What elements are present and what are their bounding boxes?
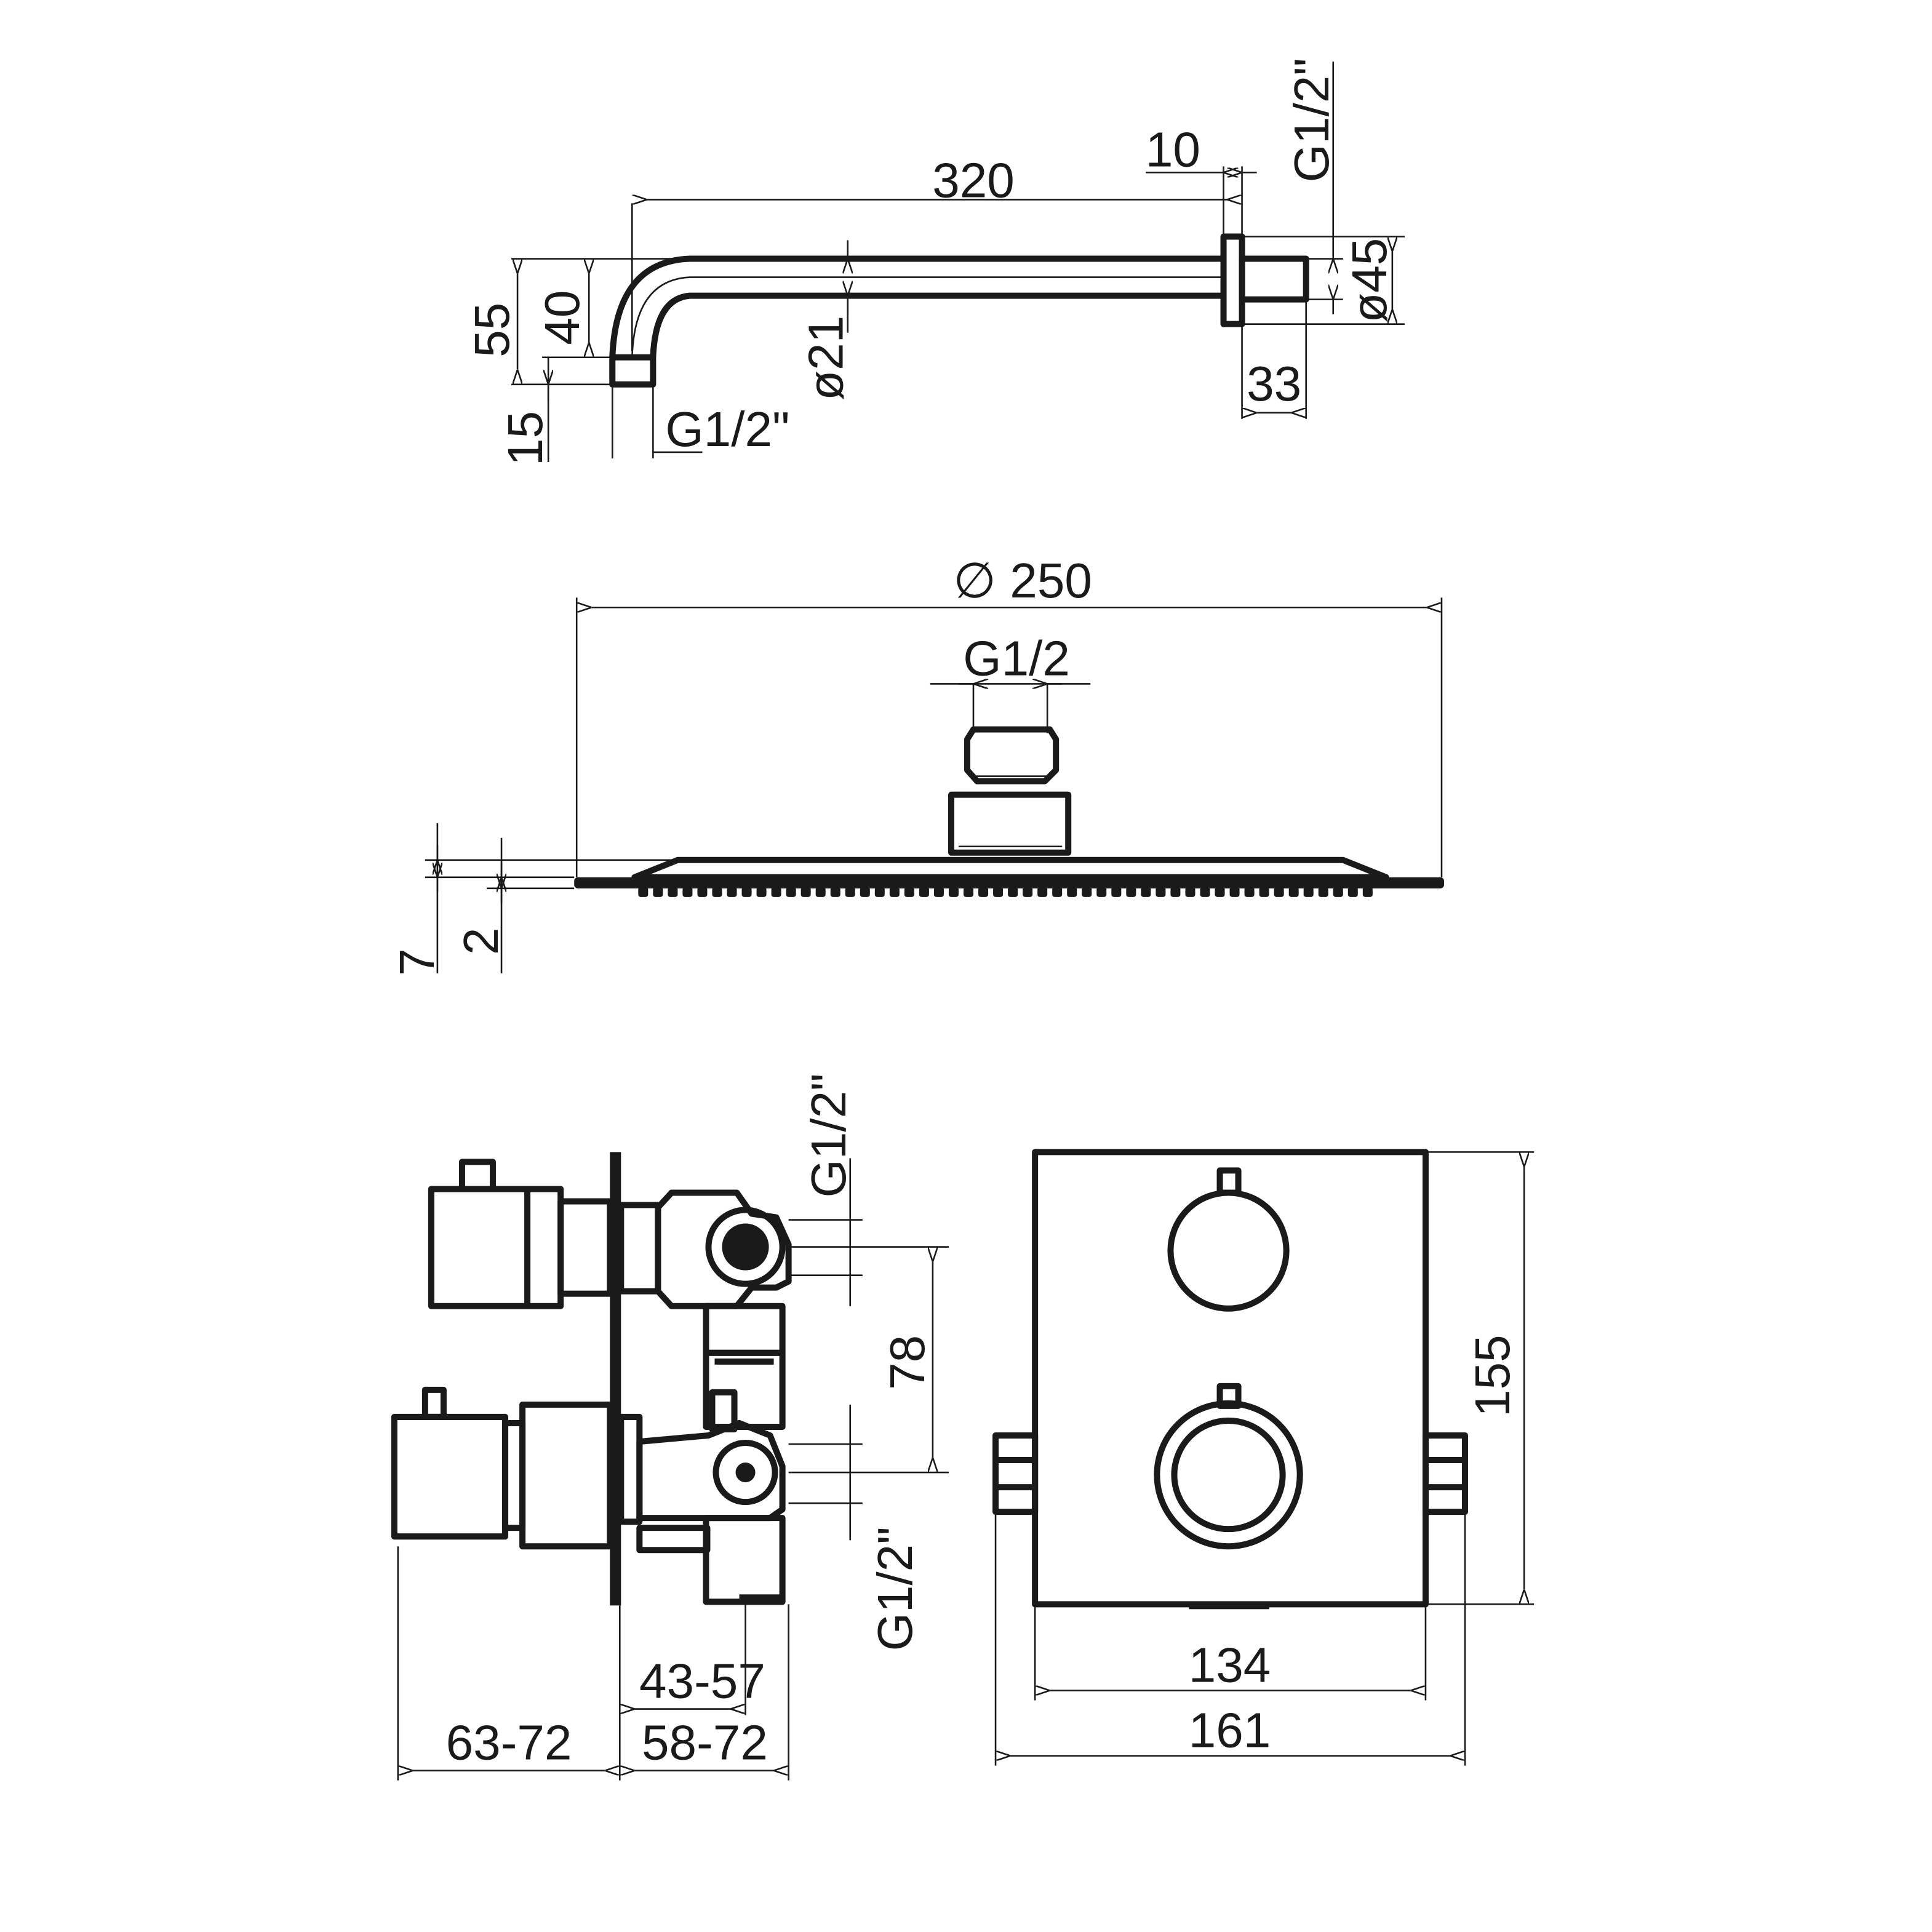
lower-handle — [391, 1413, 509, 1540]
nozzle — [1318, 887, 1328, 897]
label-depth-inner: 43-57 — [639, 1653, 765, 1709]
nozzle — [800, 887, 811, 897]
nozzle — [874, 887, 885, 897]
nozzle — [919, 887, 929, 897]
label-head-thread: G1/2 — [963, 630, 1070, 685]
nozzle — [756, 887, 767, 897]
nozzle — [1229, 887, 1240, 897]
shower-arm-view: 320 10 G1/2" ø45 ø21 33 55 — [464, 58, 1405, 466]
label-thread-bottom: G1/2" — [867, 1527, 922, 1651]
nozzle — [1185, 887, 1196, 897]
nozzle — [933, 887, 944, 897]
label-thread-outlet: G1/2" — [665, 401, 789, 457]
nozzle — [1096, 887, 1107, 897]
label-height-total: 55 — [464, 303, 519, 357]
shower-arm-tube — [609, 255, 1224, 357]
nozzle — [830, 887, 840, 897]
nozzle — [741, 887, 752, 897]
nozzle — [727, 887, 737, 897]
flow-knob-inner — [1171, 1417, 1286, 1533]
nozzle — [1067, 887, 1077, 897]
label-height-bend: 40 — [534, 290, 589, 345]
label-head-thickness: 7 — [389, 948, 444, 976]
shower-arm-inner-line — [631, 276, 1224, 357]
flow-knob-outer — [1154, 1400, 1303, 1550]
nozzle — [1126, 887, 1136, 897]
label-head-diameter: ∅ 250 — [953, 553, 1092, 608]
upper-outlet — [705, 1207, 786, 1287]
label-end-length: 15 — [497, 411, 553, 466]
nozzle — [1156, 887, 1166, 897]
label-nipple-length: 33 — [1247, 356, 1301, 411]
nozzle — [682, 887, 693, 897]
nozzle — [1274, 887, 1284, 897]
head-plate — [631, 856, 1389, 880]
nozzle — [1244, 887, 1255, 897]
nozzle — [1111, 887, 1122, 897]
label-height: 155 — [1464, 1335, 1520, 1417]
nozzle — [1008, 887, 1018, 897]
nozzle — [993, 887, 1004, 897]
nozzle — [638, 887, 649, 897]
head-connector-body — [948, 791, 1072, 856]
nozzle — [815, 887, 826, 897]
nozzle — [1362, 887, 1373, 897]
upper-handle — [428, 1186, 564, 1309]
shower-head-view: ∅ 250 G1/2 7 2 — [389, 553, 1444, 976]
head-connector-top — [964, 726, 1060, 784]
nozzle — [1288, 887, 1299, 897]
nozzle — [1303, 887, 1314, 897]
nozzle — [653, 887, 663, 897]
nozzle — [1215, 887, 1225, 897]
nozzle — [697, 887, 708, 897]
front-plate — [1032, 1149, 1429, 1608]
label-total-width: 161 — [1189, 1702, 1271, 1758]
nozzle — [1170, 887, 1181, 897]
nozzle — [1037, 887, 1048, 897]
shower-arm-nipple — [1239, 255, 1309, 303]
label-flange-diameter: ø45 — [1341, 238, 1397, 323]
nozzle — [771, 887, 781, 897]
label-depth-front: 63-72 — [446, 1715, 572, 1770]
head-plate-base — [574, 877, 1444, 888]
nozzle — [889, 887, 900, 897]
nozzle — [1259, 887, 1269, 897]
nozzle — [712, 887, 722, 897]
valve-front-view: 155 134 161 — [992, 1149, 1535, 1766]
label-arm-length: 320 — [932, 152, 1015, 207]
temperature-knob — [1167, 1189, 1290, 1312]
nozzle — [786, 887, 796, 897]
left-connector — [992, 1432, 1039, 1515]
nozzle — [904, 887, 914, 897]
valve-side-view: G1/2" 78 G1/2" 43-57 63-72 58-72 — [391, 1073, 949, 1781]
nozzle — [860, 887, 870, 897]
label-tube-diameter: ø21 — [798, 316, 853, 401]
label-plate-width: 134 — [1189, 1637, 1271, 1692]
nozzle — [845, 887, 855, 897]
label-plate-thickness: 2 — [453, 927, 508, 955]
label-flange-offset: 10 — [1146, 121, 1200, 177]
nozzle — [963, 887, 974, 897]
right-connector — [1422, 1432, 1469, 1515]
nozzle — [668, 887, 678, 897]
label-thread-wall: G1/2" — [1283, 58, 1339, 182]
nozzle — [1023, 887, 1033, 897]
nozzle — [1200, 887, 1210, 897]
nozzle — [1052, 887, 1063, 897]
label-thread-top: G1/2" — [800, 1073, 856, 1197]
nozzle — [1347, 887, 1358, 897]
nozzle — [1141, 887, 1151, 897]
lower-outlet — [713, 1439, 778, 1506]
nozzle — [978, 887, 989, 897]
nozzle — [948, 887, 959, 897]
nozzle — [1082, 887, 1092, 897]
label-outlet-spacing: 78 — [879, 1335, 935, 1390]
head-nozzles — [638, 887, 1373, 897]
label-depth-back: 58-72 — [642, 1715, 768, 1770]
shower-arm-outlet — [609, 354, 657, 388]
nozzle — [1333, 887, 1343, 897]
